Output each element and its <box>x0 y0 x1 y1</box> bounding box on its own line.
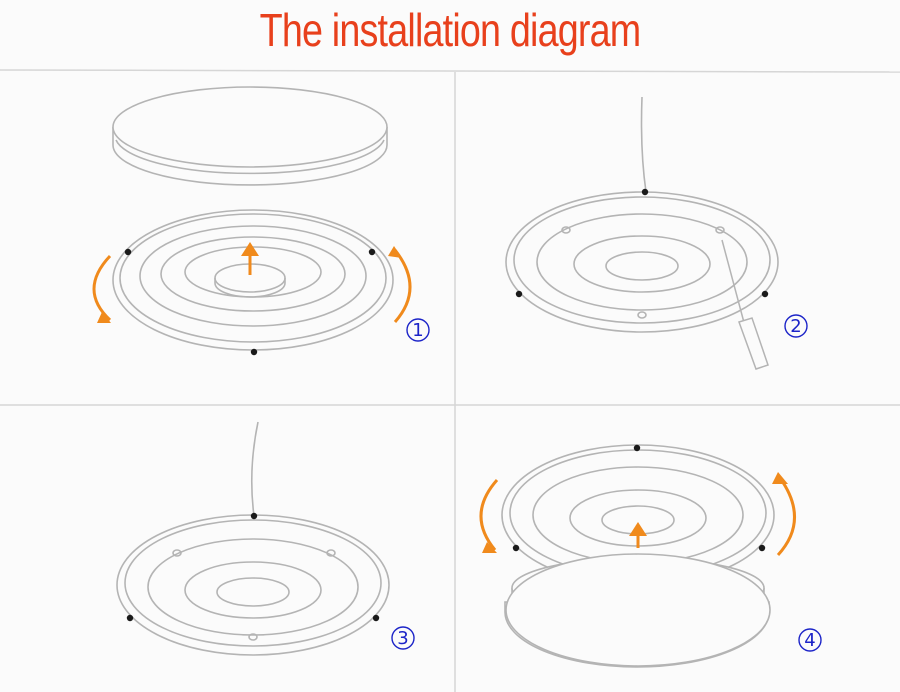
step-number-1: 1 <box>406 318 430 342</box>
screw-dots <box>124 248 376 356</box>
rotate-left-arrow-icon <box>92 254 112 322</box>
rotate-left-arrow-icon <box>479 479 499 551</box>
svg-text:1: 1 <box>412 320 423 341</box>
up-arrow-icon <box>241 242 259 275</box>
rotation-arrows <box>479 472 796 557</box>
panel-step-4: 4 <box>479 444 822 668</box>
panel-step-3: 3 <box>116 421 415 656</box>
power-wire <box>250 421 259 517</box>
panel-step-2: 2 <box>505 96 808 370</box>
diagram-title: The installation diagram <box>259 4 642 56</box>
panel-dividers <box>0 69 900 692</box>
mounting-plate <box>116 514 390 656</box>
power-wire <box>640 96 647 193</box>
panel-step-1: 1 <box>92 86 430 356</box>
screw-dots <box>512 444 766 552</box>
svg-text:2: 2 <box>790 316 801 337</box>
screwdriver-icon <box>721 239 769 370</box>
step-number-3: 3 <box>391 626 415 650</box>
svg-text:4: 4 <box>804 630 815 651</box>
screw-dots <box>515 188 769 298</box>
step-number-4: 4 <box>798 628 822 652</box>
up-arrow-icon <box>629 522 647 548</box>
divider-top <box>0 69 900 73</box>
svg-text:3: 3 <box>397 628 408 649</box>
rotate-right-arrow-icon <box>776 477 796 557</box>
lamp-cover <box>504 553 771 668</box>
screw-dots <box>126 512 380 622</box>
mounting-plate <box>505 191 779 333</box>
mounting-plate <box>112 209 394 351</box>
step-number-2: 2 <box>784 314 808 338</box>
rotation-arrows <box>92 246 412 323</box>
lamp-cover <box>112 86 388 186</box>
rotate-right-arrow-icon <box>393 249 412 323</box>
